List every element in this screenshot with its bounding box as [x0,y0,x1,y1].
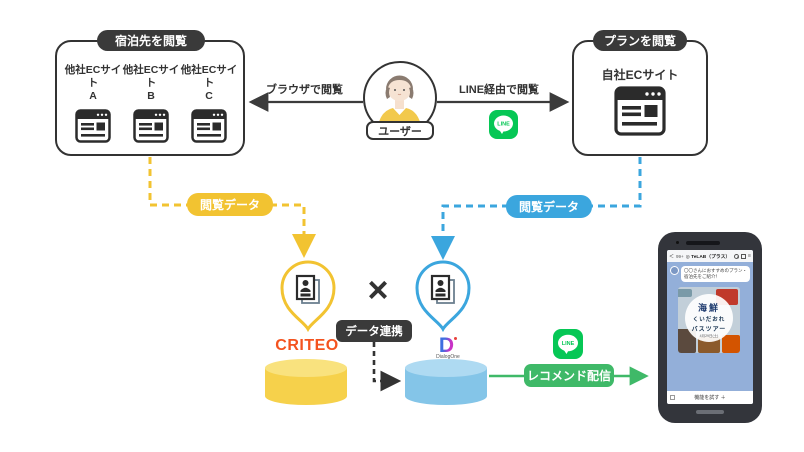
back-chevron-icon: ＜ [669,253,675,260]
criteo-logo: CRITEO [275,337,339,354]
browse-via-line-label: LINE経由で閲覧 [459,84,540,96]
data-link-pill: データ連携 [336,320,412,342]
ec-site-b: 他社ECサイト B [121,64,181,148]
browse-via-browser-label: ブラウザで閲覧 [266,84,343,96]
recommend-delivery-pill: レコメンド配信 [524,364,614,387]
cross-symbol: × [367,269,389,310]
svg-text:LINE: LINE [497,122,510,128]
browser-window-icon [75,109,111,144]
line-app-icon: LINE [489,110,518,139]
smartphone-mockup: ＜ 99+ ◎ TeLAB（プラス） ≡ 〇〇さんにおすすめのプラン・ 宿泊先を… [658,232,762,423]
dialogone-logo: D DialogOne [425,335,471,360]
calendar-icon [740,253,746,259]
unread-badge: 99+ [676,253,684,259]
ec-site-a: 他社ECサイト A [63,64,123,148]
line-chat-screen: ＜ 99+ ◎ TeLAB（プラス） ≡ 〇〇さんにおすすめのプラン・ 宿泊先を… [667,250,753,404]
dialogone-initial: D [438,334,455,357]
dialogone-dot-icon [454,337,458,340]
keyboard-toggle-icon [670,395,675,400]
chat-bubble-line2: 宿泊先をご紹介！ [684,274,720,280]
dialogone-database-icon [405,359,487,405]
sender-avatar [670,266,679,275]
right-box-header: プランを閲覧 [593,30,687,51]
browser-window-icon [133,109,169,144]
rich-menu-bar: 機能を試す ＋ [667,391,753,404]
browse-data-left-pill: 閲覧データ [187,193,273,216]
browser-window-icon [614,86,666,136]
ec-site-c-sub: C [205,90,213,103]
chat-title: ◎ TeLAB（プラス） [685,254,731,260]
rich-menu-label: 機能を試す ＋ [694,395,726,401]
ec-site-a-sub: A [89,90,97,103]
ad-line1: 海鮮 [697,303,720,313]
ad-line2: くいだおれ [692,317,726,323]
line-chat-header: ＜ 99+ ◎ TeLAB（プラス） ≡ [667,250,753,262]
home-indicator [696,410,724,414]
chat-bubble: 〇〇さんにおすすめのプラン・ 宿泊先をご紹介！ [681,266,750,283]
browser-window-icon [191,109,227,144]
user-label: ユーザー [366,121,434,140]
food-photo-blob [722,335,740,353]
phone-camera-icon [676,241,679,244]
criteo-database-icon [265,359,347,405]
chat-bubble-line1: 〇〇さんにおすすめのプラン・ [684,268,747,273]
ec-site-a-label: 他社ECサイト [64,64,122,90]
own-ec-site-label: 自社ECサイト [601,68,679,82]
bus-tour-ad-image: 海鮮 くいだおれ バスツアー 4月29日(土) [678,287,740,353]
line-app-icon: LINE [553,329,583,359]
hamburger-menu-icon: ≡ [747,253,751,259]
ad-text-circle: 海鮮 くいだおれ バスツアー 4月29日(土) [685,294,733,342]
left-box-header: 宿泊先を閲覧 [97,30,205,51]
dialogone-wordmark: DialogOne [436,354,460,360]
ec-site-b-label: 他社ECサイト [122,64,180,90]
browse-data-right-pill: 閲覧データ [506,195,592,218]
ad-note: 4月29日(土) [699,334,719,338]
ec-site-b-sub: B [147,90,155,103]
search-icon [733,253,739,259]
phone-speaker-icon [686,241,720,245]
food-photo-blob [678,289,692,297]
chat-message-row: 〇〇さんにおすすめのプラン・ 宿泊先をご紹介！ [670,266,750,283]
ec-site-c-label: 他社ECサイト [180,64,238,90]
svg-text:LINE: LINE [562,341,575,347]
yellow-data-pin-icon [280,260,336,332]
ec-site-c: 他社ECサイト C [179,64,239,148]
blue-data-pin-icon [415,260,471,332]
ad-line3: バスツアー [691,327,727,333]
